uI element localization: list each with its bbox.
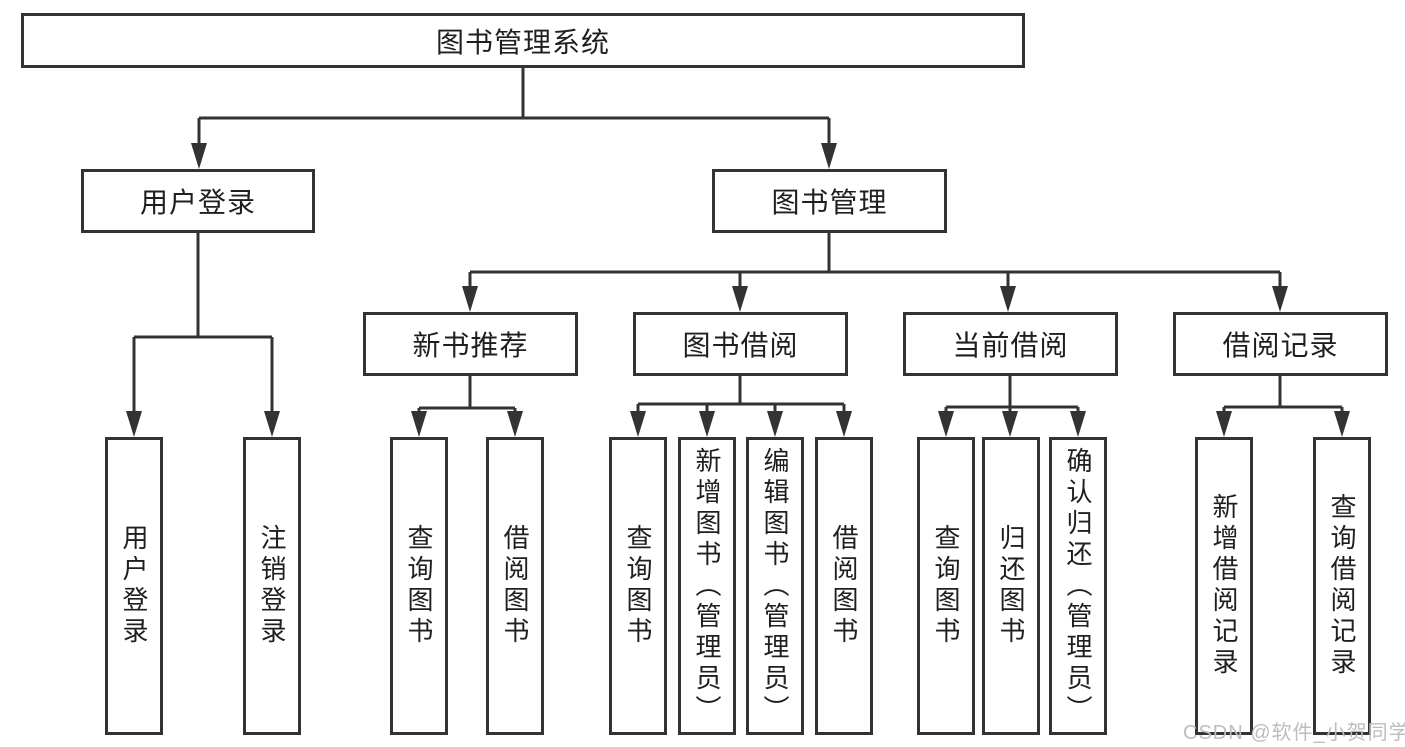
node-new-book-recommend: 新书推荐 <box>363 312 578 376</box>
leaf-current-confirm-return-admin: 确认归还（管理员） <box>1049 437 1107 735</box>
arrowheads <box>126 143 1350 437</box>
leaf-user-login: 用户登录 <box>105 437 163 735</box>
node-user-login: 用户登录 <box>81 169 315 233</box>
leaf-newrec-query-books: 查询图书 <box>390 437 448 735</box>
leaf-current-query-books: 查询图书 <box>917 437 975 735</box>
node-borrowing-records: 借阅记录 <box>1173 312 1388 376</box>
node-root-library-system: 图书管理系统 <box>21 13 1025 68</box>
leaf-borrow-edit-books-admin: 编辑图书（管理员） <box>746 437 804 735</box>
leaf-borrow-add-books-admin: 新增图书（管理员） <box>678 437 736 735</box>
node-current-borrowing: 当前借阅 <box>903 312 1118 376</box>
leaf-newrec-borrow-books: 借阅图书 <box>486 437 544 735</box>
node-book-borrowing: 图书借阅 <box>633 312 848 376</box>
leaf-records-add-record: 新增借阅记录 <box>1195 437 1253 735</box>
leaf-logout: 注销登录 <box>243 437 301 735</box>
leaf-borrow-borrow-books: 借阅图书 <box>815 437 873 735</box>
node-book-management: 图书管理 <box>712 169 947 233</box>
leaf-borrow-query-books: 查询图书 <box>609 437 667 735</box>
leaf-current-return-books: 归还图书 <box>982 437 1040 735</box>
leaf-records-query-record: 查询借阅记录 <box>1313 437 1371 735</box>
csdn-watermark: CSDN @软件_小贺同学 <box>1183 722 1405 744</box>
